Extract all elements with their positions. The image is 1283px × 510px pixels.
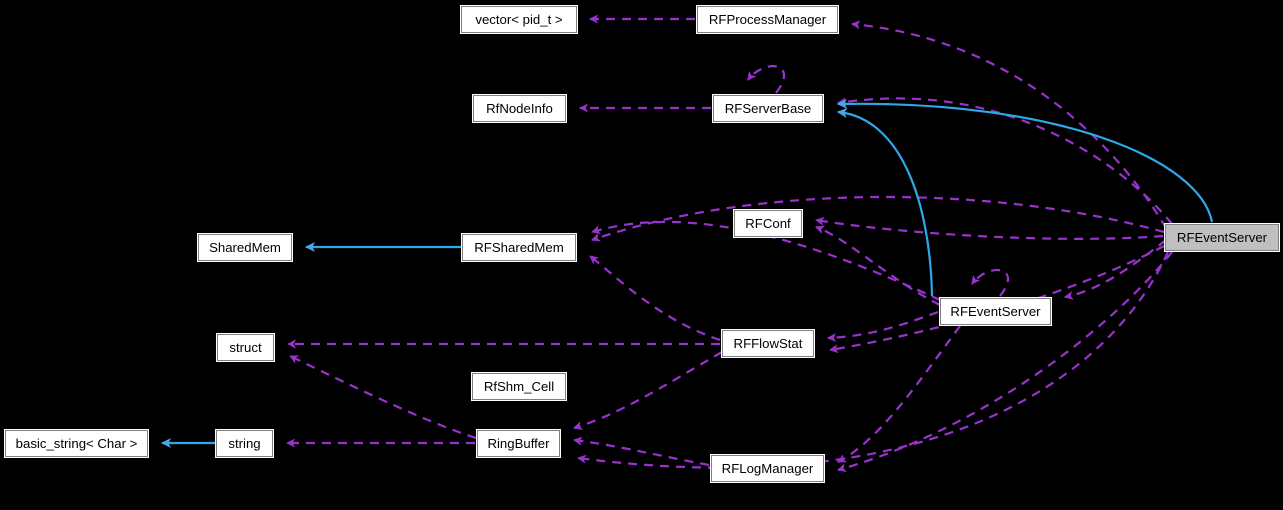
class-node-string[interactable]: string: [215, 429, 274, 458]
class-node-label: RfShm_Cell: [483, 378, 555, 394]
class-node-rfflowstat[interactable]: RFFlowStat: [721, 329, 815, 358]
class-node-label: struct: [229, 339, 262, 355]
class-node-label: RFEventServer: [1176, 229, 1268, 245]
class-node-rfeventserver_mid[interactable]: RFEventServer: [939, 297, 1052, 326]
class-node-label: vector< pid_t >: [475, 11, 563, 27]
class-node-rfsharedmem[interactable]: RFSharedMem: [461, 233, 577, 262]
class-node-rfnodeinfo[interactable]: RfNodeInfo: [472, 94, 567, 123]
class-node-rfconf[interactable]: RFConf: [733, 209, 803, 238]
class-node-label: string: [228, 435, 261, 451]
class-node-label: RFConf: [745, 215, 791, 231]
class-node-vector_pid_t[interactable]: vector< pid_t >: [460, 5, 578, 34]
class-node-rflogmanager[interactable]: RFLogManager: [710, 454, 825, 483]
class-node-label: RFProcessManager: [708, 11, 827, 27]
class-node-rfprocessmanager[interactable]: RFProcessManager: [696, 5, 839, 34]
class-node-rfeventserver_hl[interactable]: RFEventServer: [1164, 223, 1280, 252]
class-node-struct[interactable]: struct: [216, 333, 275, 362]
class-node-basic_string[interactable]: basic_string< Char >: [4, 429, 149, 458]
class-node-label: basic_string< Char >: [15, 435, 138, 451]
class-node-label: RfNodeInfo: [486, 100, 553, 116]
class-node-label: RingBuffer: [487, 435, 550, 451]
class-node-label: SharedMem: [209, 239, 281, 255]
class-node-label: RFLogManager: [721, 460, 814, 476]
class-node-label: RFServerBase: [724, 100, 812, 116]
class-node-ringbuffer[interactable]: RingBuffer: [476, 429, 561, 458]
class-node-label: RFSharedMem: [474, 239, 564, 255]
class-node-label: RFEventServer: [950, 303, 1041, 319]
class-node-sharedmem[interactable]: SharedMem: [197, 233, 293, 262]
class-node-label: RFFlowStat: [733, 335, 803, 351]
class-node-rfshm_cell[interactable]: RfShm_Cell: [471, 372, 567, 401]
class-node-rfserverbase[interactable]: RFServerBase: [712, 94, 824, 123]
